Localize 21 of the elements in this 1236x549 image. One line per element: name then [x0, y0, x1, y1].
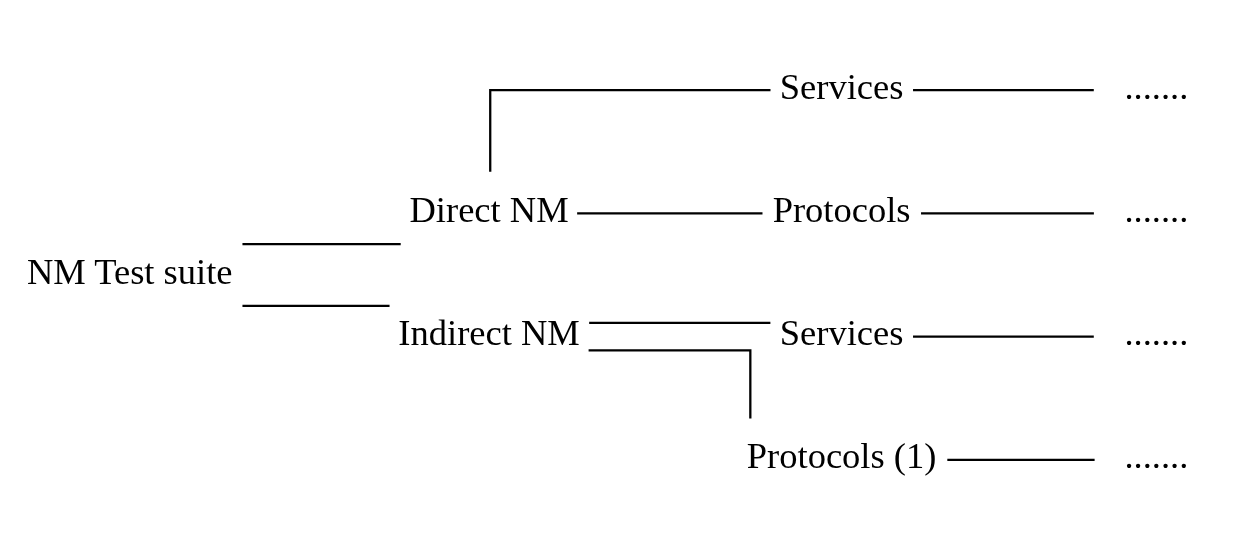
- connector: [913, 334, 1094, 338]
- connector: [242, 242, 401, 245]
- node-text: Direct NM: [409, 188, 569, 230]
- connector: [588, 348, 752, 418]
- node-text: .......: [1124, 434, 1189, 476]
- connector: [589, 321, 771, 324]
- connector: [242, 304, 390, 307]
- connector: [577, 211, 763, 215]
- node-text: .......: [1124, 188, 1189, 230]
- node-text: Indirect NM: [398, 311, 580, 353]
- node-text: NM Test suite: [26, 250, 233, 292]
- connector: [489, 88, 771, 172]
- node-text: Services: [779, 65, 904, 107]
- connector: [913, 88, 1094, 91]
- node-text: Protocols (1): [746, 434, 937, 476]
- connector: [921, 211, 1094, 215]
- node-text: .......: [1124, 311, 1189, 353]
- node-text: Services: [779, 311, 904, 353]
- node-text: .......: [1124, 65, 1189, 107]
- node-text: Protocols: [772, 188, 911, 230]
- connector: [947, 458, 1095, 461]
